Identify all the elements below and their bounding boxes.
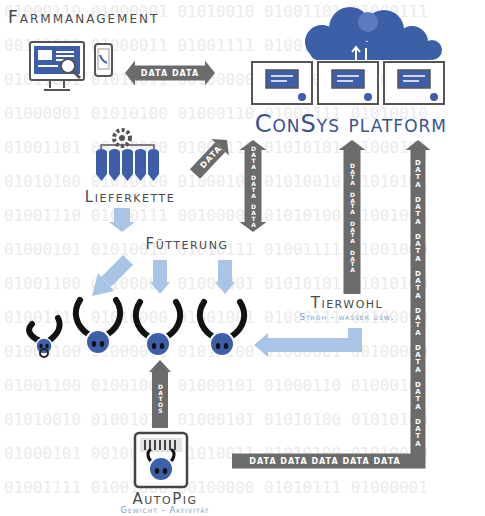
silo-icon	[96, 130, 159, 181]
arrow-head	[109, 222, 135, 232]
phone-icon	[95, 44, 112, 76]
binary-watermark: 01001110 01000111 00100000 01010100 0100…	[4, 206, 428, 225]
node-heading: Farmmanagement	[8, 7, 159, 27]
binary-watermark: 01010010 01001011 01000101 01010100 0101…	[4, 410, 428, 429]
autopig-icon	[135, 433, 187, 487]
datos-arrow	[149, 360, 171, 428]
data-arrow	[240, 140, 267, 232]
node-heading: Lieferkette	[65, 188, 195, 206]
arrow-head	[406, 140, 431, 150]
arrow-shaft	[195, 147, 220, 174]
arrow-head	[240, 222, 267, 232]
animal-welfare-node: TierwohlStroh - wasser usw.	[262, 294, 432, 326]
binary-watermark: 01001100 01001001 01000101 01000110 0100…	[4, 376, 428, 395]
feeding-node: Fütterung	[112, 232, 262, 256]
device-icons	[252, 62, 444, 104]
computer-icon	[30, 42, 84, 90]
arrow-head	[205, 61, 215, 86]
binary-watermark: 01001111 01001000 00100000 01010111 0100…	[4, 478, 428, 497]
data-arrow	[125, 61, 215, 86]
arrow-head	[339, 140, 366, 150]
arrow-shaft	[245, 150, 262, 222]
node-heading: Fütterung	[112, 235, 262, 253]
node-subtitle: Stroh - wasser usw.	[262, 312, 432, 322]
data-arrow	[195, 139, 229, 174]
platform-node: ConSys platform	[215, 6, 450, 140]
arrow-head	[125, 61, 135, 86]
arrow-shaft	[135, 66, 205, 81]
data-arrow	[339, 140, 366, 294]
binary-watermark: 01010100 01010100 01000101 01010010 0101…	[4, 172, 428, 191]
farm-management-node: Farmmanagement	[25, 38, 125, 98]
data-arrow	[109, 208, 135, 232]
arrow-head	[240, 140, 267, 150]
supply-chain-node: Lieferkette	[65, 128, 195, 208]
arrow-shaft	[344, 150, 361, 294]
node-subtitle: Gewicht - Aktivität	[98, 505, 232, 515]
autopig-node: AutoPigGewicht - Aktivität	[98, 430, 232, 515]
node-heading: Tierwohl	[262, 294, 432, 312]
arrow-head	[211, 139, 229, 155]
binary-watermark: 01001100 00100000 01000001 01010101 0101…	[4, 274, 428, 293]
arrow-shaft	[114, 208, 130, 222]
pig-group	[29, 300, 244, 357]
platform-title: ConSys platform	[255, 110, 447, 138]
cloud-icon	[305, 7, 442, 67]
